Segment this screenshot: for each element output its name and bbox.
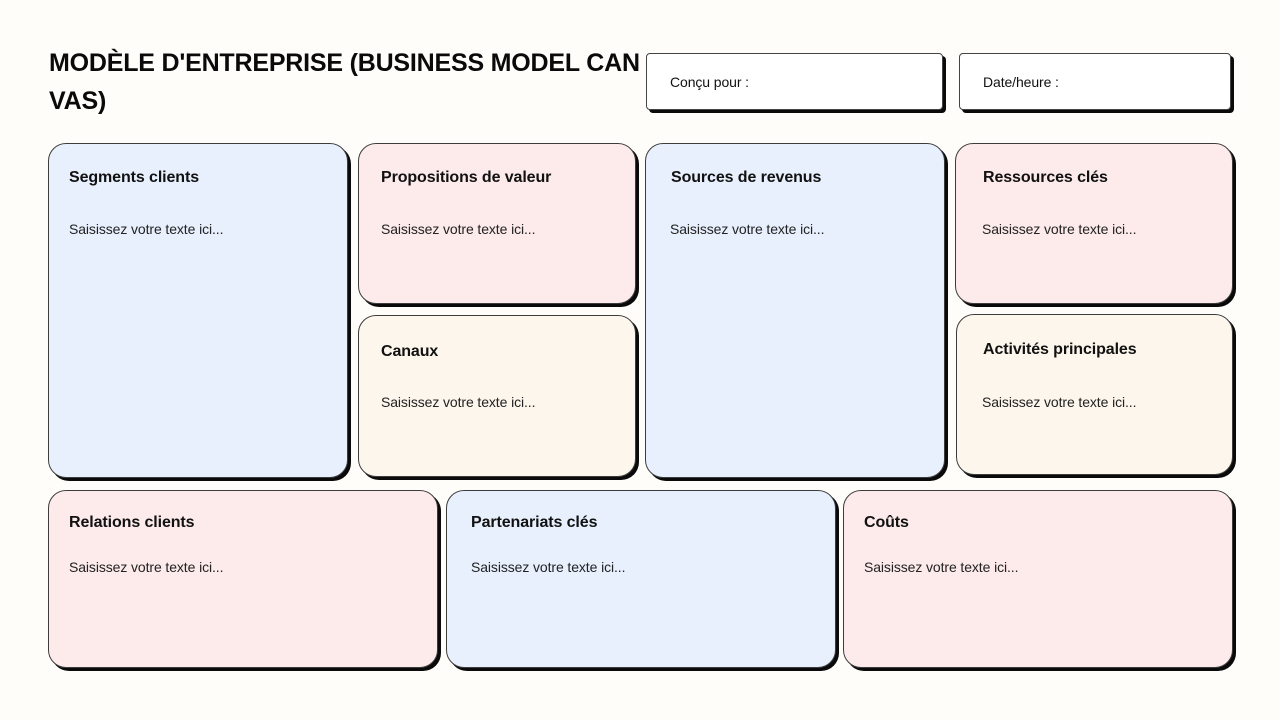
card-cost-structure[interactable]: Coûts Saisissez votre texte ici...	[843, 490, 1233, 668]
card-revenue-streams[interactable]: Sources de revenus Saisissez votre texte…	[645, 143, 945, 478]
card-value-propositions[interactable]: Propositions de valeur Saisissez votre t…	[358, 143, 636, 304]
card-title: Ressources clés	[983, 169, 1108, 186]
card-title: Coûts	[864, 514, 909, 531]
card-text-placeholder[interactable]: Saisissez votre texte ici...	[670, 221, 825, 237]
card-title: Activités principales	[983, 341, 1137, 358]
card-customer-segments[interactable]: Segments clients Saisissez votre texte i…	[48, 143, 348, 478]
card-key-partnerships[interactable]: Partenariats clés Saisissez votre texte …	[446, 490, 836, 668]
card-title: Relations clients	[69, 514, 195, 531]
designed-for-field[interactable]: Conçu pour :	[646, 53, 943, 110]
card-title: Sources de revenus	[671, 169, 822, 186]
designed-for-label: Conçu pour :	[670, 73, 749, 90]
card-text-placeholder[interactable]: Saisissez votre texte ici...	[864, 559, 1019, 575]
card-text-placeholder[interactable]: Saisissez votre texte ici...	[982, 394, 1137, 410]
card-text-placeholder[interactable]: Saisissez votre texte ici...	[982, 221, 1137, 237]
card-text-placeholder[interactable]: Saisissez votre texte ici...	[381, 394, 536, 410]
card-key-activities[interactable]: Activités principales Saisissez votre te…	[956, 314, 1233, 475]
card-title: Propositions de valeur	[381, 169, 552, 186]
card-title: Segments clients	[69, 169, 200, 186]
card-customer-relationships[interactable]: Relations clients Saisissez votre texte …	[48, 490, 438, 668]
card-text-placeholder[interactable]: Saisissez votre texte ici...	[69, 559, 224, 575]
card-text-placeholder[interactable]: Saisissez votre texte ici...	[381, 221, 536, 237]
datetime-label: Date/heure :	[983, 73, 1059, 90]
card-title: Partenariats clés	[471, 514, 598, 531]
card-channels[interactable]: Canaux Saisissez votre texte ici...	[358, 315, 636, 477]
datetime-field[interactable]: Date/heure :	[959, 53, 1231, 110]
card-text-placeholder[interactable]: Saisissez votre texte ici...	[471, 559, 626, 575]
card-key-resources[interactable]: Ressources clés Saisissez votre texte ic…	[955, 143, 1233, 304]
page-title: MODÈLE D'ENTREPRISE (BUSINESS MODEL CANV…	[49, 49, 640, 115]
card-text-placeholder[interactable]: Saisissez votre texte ici...	[69, 221, 224, 237]
card-title: Canaux	[381, 343, 439, 360]
